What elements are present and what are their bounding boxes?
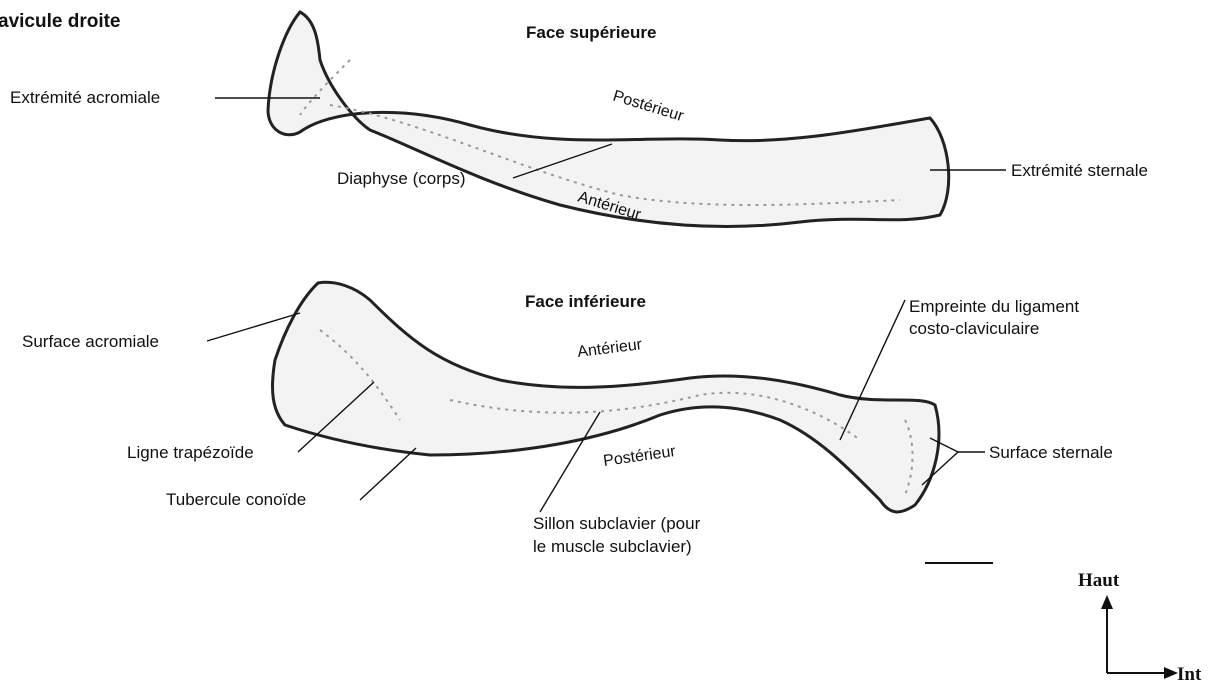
inferior-view: Face inférieure Surface acromiale Ligne … <box>22 282 1113 556</box>
clavicle-superior-outline <box>268 12 949 227</box>
orientation-indicator: Haut Int <box>1078 570 1202 684</box>
inferior-anterior-direction: Antérieur <box>576 336 643 361</box>
subclavian-groove-label-line2: le muscle subclavier) <box>533 537 692 556</box>
superior-posterior-direction: Postérieur <box>611 88 686 126</box>
orientation-up-label: Haut <box>1078 570 1120 591</box>
figure-title: avicule droite <box>0 11 121 32</box>
inferior-posterior-direction: Postérieur <box>602 443 677 470</box>
conoid-tubercle-label: Tubercule conoïde <box>166 490 306 509</box>
acromial-end-label: Extrémité acromiale <box>10 88 160 107</box>
shaft-label: Diaphyse (corps) <box>337 169 466 188</box>
clavicle-inferior-outline <box>272 282 938 512</box>
inferior-view-heading: Face inférieure <box>525 292 646 311</box>
superior-view-heading: Face supérieure <box>526 23 656 42</box>
medial-arrow-icon <box>1164 667 1178 679</box>
sternal-end-label: Extrémité sternale <box>1011 161 1148 180</box>
costoclavicular-label-line2: costo-claviculaire <box>909 319 1039 338</box>
trapezoid-line-label: Ligne trapézoïde <box>127 443 254 462</box>
orientation-medial-label: Int <box>1177 664 1202 684</box>
up-arrow-icon <box>1101 595 1113 609</box>
subclavian-groove-label-line1: Sillon subclavier (pour <box>533 514 701 533</box>
sternal-surface-label: Surface sternale <box>989 443 1113 462</box>
costoclavicular-label-line1: Empreinte du ligament <box>909 297 1079 316</box>
conoid-tubercle-leader <box>360 448 416 500</box>
acromial-surface-label: Surface acromiale <box>22 332 159 351</box>
superior-view: Face supérieure Extrémité acromiale Diap… <box>10 12 1148 227</box>
